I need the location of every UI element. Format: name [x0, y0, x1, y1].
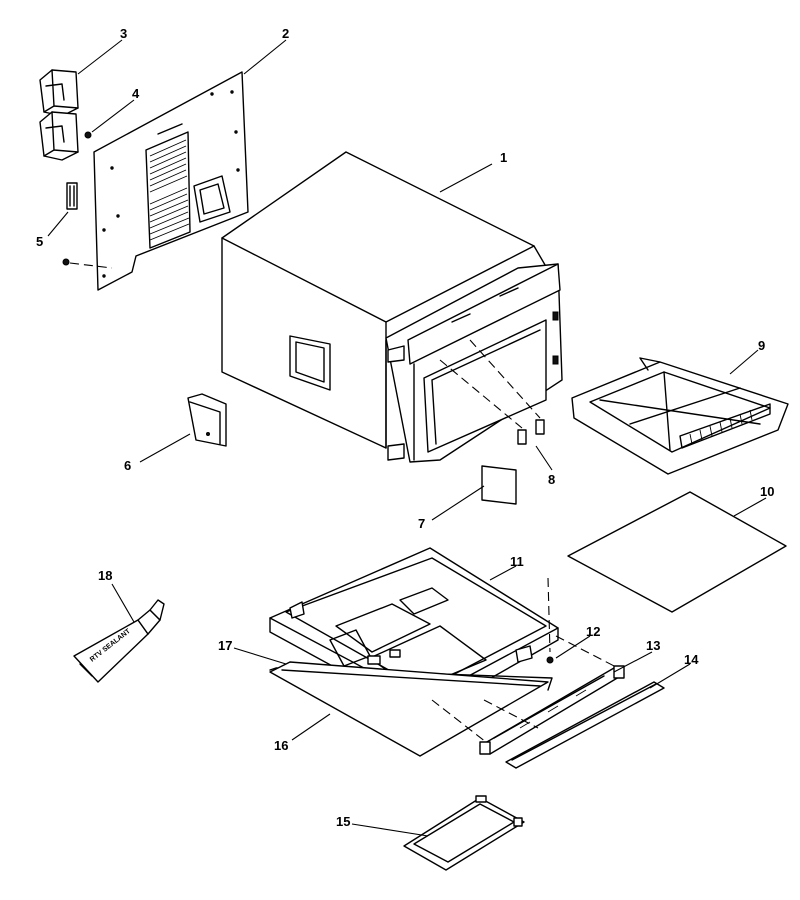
callout-17: 17: [218, 638, 232, 653]
callout-11: 11: [510, 554, 524, 569]
tray-ribs: [689, 409, 753, 445]
leader-lines: [47, 39, 767, 837]
callout-2: 2: [282, 26, 289, 41]
part-7-sheet: [481, 465, 517, 505]
part-12-screw: [546, 577, 554, 664]
callout-10: 10: [760, 484, 774, 499]
part-5-clip: [66, 182, 78, 210]
part-10-sheet: [567, 491, 787, 613]
callout-7: 7: [418, 516, 425, 531]
callout-5: 5: [36, 234, 43, 249]
part-9-tray: [571, 357, 789, 475]
part-1-cabinet: [221, 151, 563, 463]
callout-13: 13: [646, 638, 660, 653]
part-15-small-tray: [403, 795, 525, 871]
panel-vents: [149, 139, 190, 241]
callout-12: 12: [586, 624, 600, 639]
part-14-strip: [505, 681, 665, 769]
callout-3: 3: [120, 26, 127, 41]
callout-18: 18: [98, 568, 112, 583]
callout-1: 1: [500, 150, 507, 165]
callout-6: 6: [124, 458, 131, 473]
callout-16: 16: [274, 738, 288, 753]
part-3-brackets: [39, 69, 79, 161]
part-2-rear-panel: [93, 71, 249, 291]
callout-15: 15: [336, 814, 350, 829]
part-8-blocks: [517, 419, 545, 445]
part-4-screw: [84, 131, 92, 139]
part-6-cover-plate: [187, 393, 227, 447]
callout-numbers: 1 2 3 4 5 6 7 8 9 10 11 12 13 14 15 16 1…: [36, 26, 774, 829]
part-18-sealant-tube: RTV SEALANT: [73, 599, 165, 683]
callout-9: 9: [758, 338, 765, 353]
part-13-rail: [479, 665, 625, 755]
part-16-base-sheet: [269, 661, 549, 757]
callout-14: 14: [684, 652, 699, 667]
callout-8: 8: [548, 472, 555, 487]
callout-4: 4: [132, 86, 140, 101]
